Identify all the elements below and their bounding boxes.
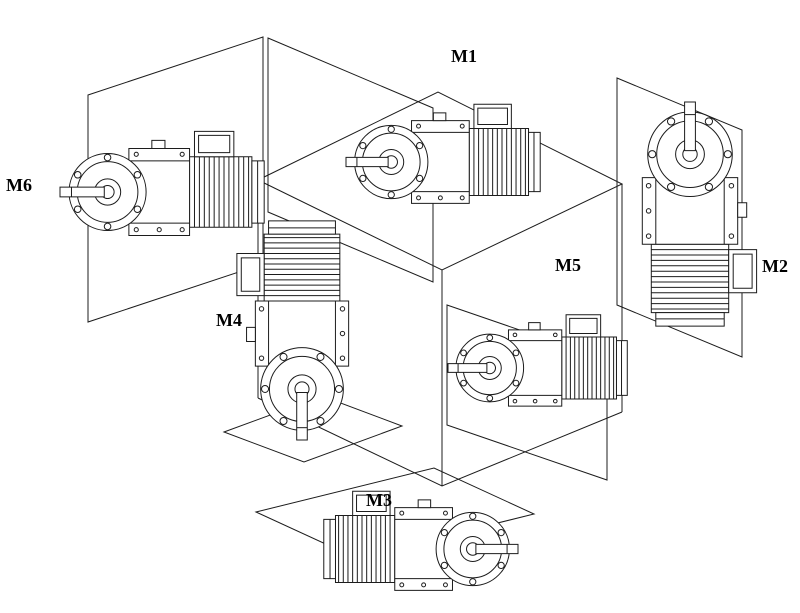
- gearmotor-m1: [345, 103, 541, 204]
- gearmotor-m4: [236, 220, 350, 441]
- label-m2: M2: [762, 256, 788, 276]
- mounting-plane-m1: [268, 38, 433, 282]
- gearmotor-m3: [323, 490, 519, 591]
- label-m3: M3: [366, 490, 392, 510]
- gearmotor-m5: [447, 314, 628, 407]
- label-m4: M4: [216, 310, 242, 330]
- gearmotor-m2: [641, 101, 758, 327]
- gearmotor-m6: [59, 130, 265, 236]
- label-m6: M6: [6, 175, 32, 195]
- mounting-plane-m3: [256, 468, 534, 558]
- label-m5: M5: [555, 255, 581, 275]
- label-m1: M1: [451, 46, 477, 66]
